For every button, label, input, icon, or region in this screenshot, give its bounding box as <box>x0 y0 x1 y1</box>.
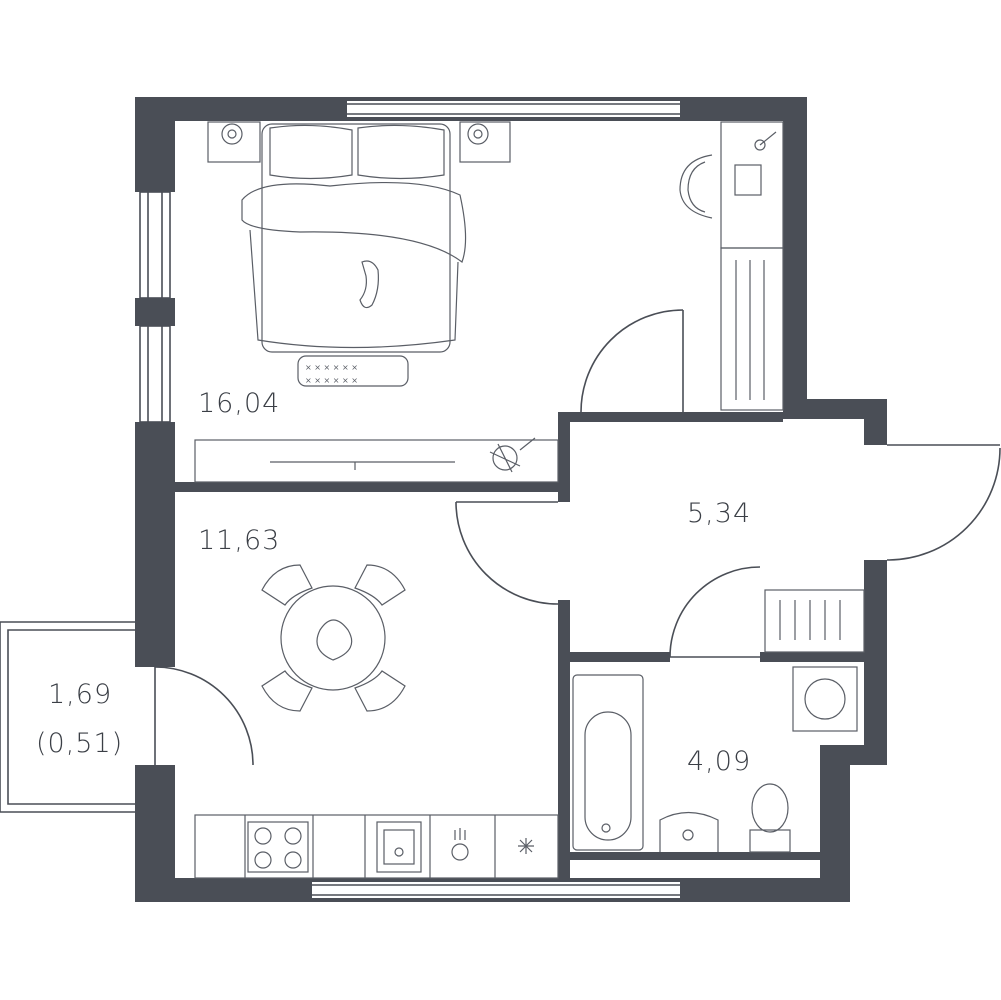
nightstand-lamp-icon <box>207 121 511 163</box>
bedroom-area-label: 16,04 <box>198 388 280 419</box>
window-left-lower <box>139 325 171 423</box>
plant-icon <box>489 437 536 473</box>
balcony-area-reduced-label: (0,51) <box>36 728 123 759</box>
door-kitchen <box>455 501 559 605</box>
chair-icon <box>679 154 713 219</box>
balcony <box>0 621 135 813</box>
balcony-area-label: 1,69 <box>48 679 112 710</box>
dishwasher-icon <box>451 828 469 861</box>
cat-icon <box>359 260 379 309</box>
toilet-icon <box>749 783 791 853</box>
svg-text:× × × × × ×: × × × × × × <box>305 376 358 385</box>
kitchen-counter <box>194 814 559 879</box>
window-bottom <box>312 882 680 898</box>
desk-icon <box>720 121 784 249</box>
rug-icon: × × × × × × × × × × × × <box>297 355 409 387</box>
walls <box>135 97 887 902</box>
washbasin-icon <box>659 811 719 852</box>
hall-wardrobe-icon <box>764 589 865 653</box>
svg-text:× × × × × ×: × × × × × × <box>305 363 358 372</box>
round-table-icon <box>261 564 406 712</box>
window-left-upper <box>139 191 171 299</box>
door-bathroom <box>669 566 761 658</box>
door-balcony <box>154 666 254 766</box>
washing-machine-icon <box>792 666 858 732</box>
bathroom-area-label: 4,09 <box>687 746 751 777</box>
fridge-icon <box>518 838 534 854</box>
wardrobe-icon <box>720 247 784 411</box>
bathtub-icon <box>572 674 644 851</box>
sink-icon <box>376 821 422 873</box>
bed-icon <box>241 123 467 353</box>
door-bedroom <box>580 309 684 413</box>
tv-icon <box>194 439 559 483</box>
stove-icon <box>247 821 309 873</box>
kitchen-area-label: 11,63 <box>198 525 280 556</box>
hall-area-label: 5,34 <box>687 498 751 529</box>
door-entrance <box>886 444 1001 561</box>
window-top <box>347 101 680 117</box>
